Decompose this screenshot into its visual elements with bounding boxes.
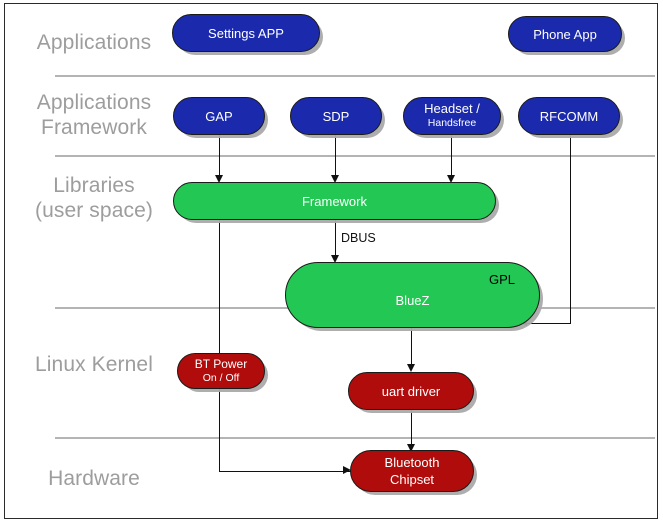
connector-framework-to-chipset-horizontal [219,471,351,472]
node-phone-app[interactable]: Phone App [508,16,622,52]
node-bluez-label: BlueZ [395,292,430,308]
node-bt-power[interactable]: BT Power On / Off [177,353,265,389]
node-bluetooth-chipset-label: Bluetooth [384,455,440,470]
node-settings-app-label: Settings APP [208,25,284,41]
connector-framework-to-bluez [335,220,336,257]
node-framework-label: Framework [301,193,367,209]
connector-gap-to-framework [219,135,220,177]
layer-label-applications-framework: Applications Framework [36,91,152,139]
layer-label-libraries: Libraries (user space) [35,174,153,222]
connector-framework-to-chipset-vertical [219,220,220,471]
layer-label-hardware: Hardware [48,467,140,490]
connector-headset-to-framework [451,135,452,177]
arrowhead-framework-to-bluez [331,255,339,263]
connector-bluez-to-uart [411,328,412,366]
node-rfcomm[interactable]: RFCOMM [518,97,620,135]
node-uart-driver[interactable]: uart driver [348,372,474,410]
connector-rfcomm-horizontal [527,323,571,324]
arrowhead-headset-to-framework [447,175,455,183]
node-headset-handsfree[interactable]: Headset / Handsfree [403,97,501,135]
node-settings-app[interactable]: Settings APP [172,14,320,52]
divider-linux-kernel [55,437,655,439]
node-bt-power-label: BT Power [194,357,248,371]
connector-rfcomm-vertical [570,135,571,323]
node-bluetooth-chipset-sublabel: Chipset [389,472,435,487]
node-bluez-license-tag: GPL [488,272,515,287]
node-headset-handsfree-label: Headset / [424,101,480,116]
node-uart-driver-label: uart driver [381,383,441,399]
node-gap-label: GAP [205,108,233,124]
arrowhead-bluez-to-uart [407,364,415,372]
node-headset-handsfree-sublabel: Handsfree [427,117,477,129]
node-rfcomm-label: RFCOMM [539,108,599,124]
node-sdp-label: SDP [322,108,350,124]
node-sdp[interactable]: SDP [290,97,382,135]
layer-label-linux-kernel: Linux Kernel [35,353,153,376]
node-phone-app-label: Phone App [533,26,597,42]
arrowhead-gap-to-framework [215,175,223,183]
edge-label-dbus: DBUS [341,231,376,245]
layer-label-applications: Applications [36,31,152,54]
arrowhead-sdp-to-framework [331,175,339,183]
divider-applications-framework [55,155,655,157]
divider-applications [55,75,655,77]
node-gap[interactable]: GAP [173,97,265,135]
node-framework[interactable]: Framework [173,182,496,220]
node-bt-power-sublabel: On / Off [202,372,240,384]
node-bluetooth-chipset[interactable]: Bluetooth Chipset [350,450,474,492]
connector-uart-to-chipset [411,410,412,446]
arrowhead-to-bluetooth-chipset [343,466,351,474]
connector-sdp-to-framework [335,135,336,177]
arrowhead-uart-to-chipset [407,444,415,452]
node-bluez[interactable]: BlueZ GPL [285,262,540,328]
